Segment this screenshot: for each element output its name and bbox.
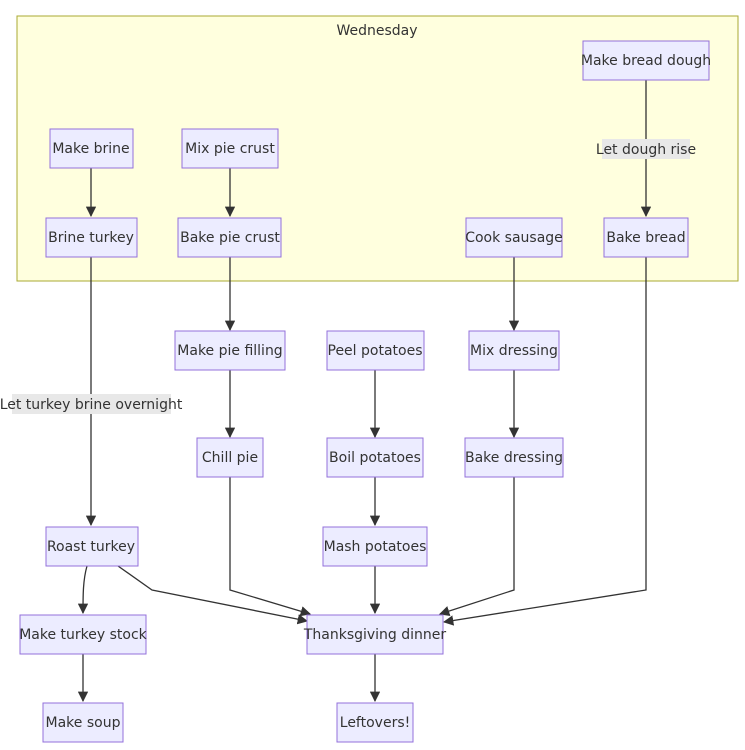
edge-roast-turkey-to-thanksgiving-dinner (117, 565, 309, 625)
edge-label-dough-rise: Let dough rise (596, 139, 696, 159)
node-bake-pie-crust: Bake pie crust (177, 217, 282, 258)
node-label: Chill pie (202, 450, 258, 466)
node-leftovers: Leftovers! (336, 702, 414, 743)
node-cook-sausage: Cook sausage (465, 217, 563, 258)
node-label: Mix dressing (470, 343, 558, 359)
node-make-pie-filling: Make pie filling (174, 330, 286, 371)
node-brine-turkey: Brine turkey (45, 217, 138, 258)
edge-roast-turkey-to-make-turkey-stock (77, 565, 89, 615)
node-make-bread-dough: Make bread dough (581, 40, 711, 81)
node-label: Leftovers! (340, 715, 410, 731)
node-bake-dressing: Bake dressing (464, 437, 564, 478)
node-bake-bread: Bake bread (603, 217, 689, 258)
edge-label-turkey-brine-overnight: Let turkey brine overnight (0, 394, 183, 414)
node-label: Mix pie crust (185, 141, 275, 157)
edge-bake-dressing-to-thanksgiving-dinner (439, 477, 515, 617)
node-label: Bake pie crust (180, 230, 280, 246)
node-peel-potatoes: Peel potatoes (326, 330, 425, 371)
edge-bake-bread-to-thanksgiving-dinner (442, 257, 647, 626)
node-label: Bake bread (606, 230, 685, 246)
node-make-turkey-stock: Make turkey stock (19, 614, 148, 655)
node-label: Brine turkey (48, 230, 134, 246)
node-make-soup: Make soup (42, 702, 124, 743)
node-boil-potatoes: Boil potatoes (326, 437, 424, 478)
node-label: Cook sausage (465, 230, 563, 246)
edge-label-dough-rise-text: Let dough rise (596, 142, 696, 158)
node-mix-dressing: Mix dressing (468, 330, 560, 371)
cluster-title: Wednesday (336, 23, 417, 39)
node-mix-pie-crust: Mix pie crust (181, 128, 279, 169)
node-label: Bake dressing (465, 450, 563, 466)
edge-chill-pie-to-thanksgiving-dinner (229, 477, 311, 617)
node-thanksgiving-dinner: Thanksgiving dinner (303, 614, 447, 655)
node-label: Make brine (52, 141, 129, 157)
node-label: Thanksgiving dinner (303, 627, 447, 643)
node-roast-turkey: Roast turkey (45, 526, 139, 567)
node-label: Make bread dough (581, 53, 711, 69)
node-make-brine: Make brine (49, 128, 134, 169)
node-label: Make turkey stock (19, 627, 147, 643)
node-label: Mash potatoes (324, 539, 427, 555)
node-label: Make soup (46, 715, 121, 731)
node-label: Make pie filling (177, 343, 282, 359)
node-label: Peel potatoes (328, 343, 423, 359)
node-mash-potatoes: Mash potatoes (322, 526, 428, 567)
edge-label-turkey-brine-overnight-text: Let turkey brine overnight (0, 397, 183, 413)
node-label: Roast turkey (47, 539, 135, 555)
node-chill-pie: Chill pie (196, 437, 264, 478)
node-label: Boil potatoes (329, 450, 421, 466)
